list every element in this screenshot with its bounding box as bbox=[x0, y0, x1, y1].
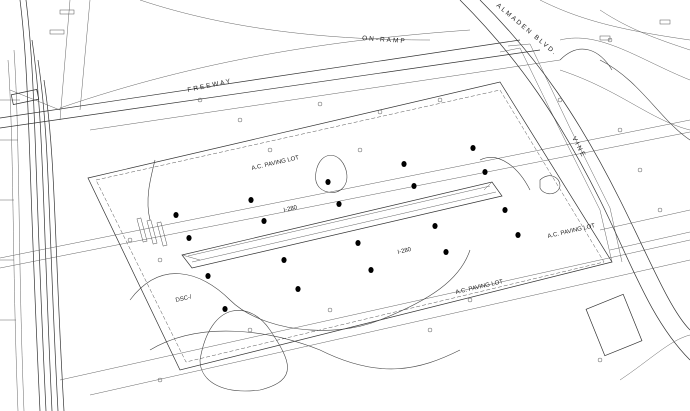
freeway-label: FREEWAY bbox=[187, 78, 233, 94]
i280-upper-label: I-280 bbox=[283, 205, 298, 214]
freeway-lanes bbox=[0, 0, 690, 396]
freeway-structure bbox=[181, 181, 503, 269]
right-streets bbox=[459, 0, 690, 381]
utility-notes bbox=[49, 9, 671, 247]
map-labels: FREEWAY ON-RAMP I-280 I-280 A.C. PAVING … bbox=[175, 2, 596, 304]
ac-paving-right-label: A.C. PAVING LOT bbox=[547, 223, 596, 240]
i280-lower-label: I-280 bbox=[397, 247, 412, 256]
site-boundary bbox=[87, 43, 623, 371]
ac-paving-upper-label: A.C. PAVING LOT bbox=[251, 155, 300, 172]
ac-paving-bottom-label: A.C. PAVING LOT bbox=[455, 279, 504, 296]
contour-lines bbox=[129, 48, 690, 392]
piers bbox=[173, 145, 521, 312]
left-parcel-label: DSC-/ bbox=[175, 294, 193, 304]
rail-corridor-lines bbox=[0, 0, 91, 411]
on-ramp-label: ON-RAMP bbox=[362, 35, 407, 45]
